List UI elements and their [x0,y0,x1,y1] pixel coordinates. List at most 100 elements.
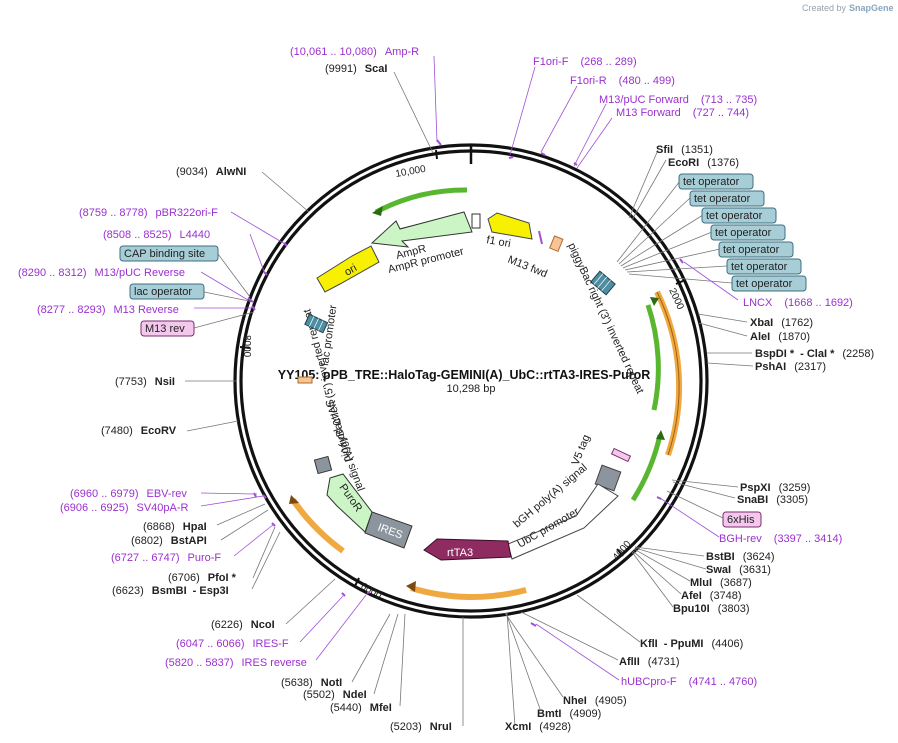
site-noti: (5638)NotI [281,677,342,689]
primer-hubcpro-f: hUBCpro-F(4741 .. 4760) [621,676,757,688]
site-xcmi: XcmI(4928) [505,721,571,733]
cap-leader [217,253,251,298]
his-tag-leader [666,490,724,519]
primer-l4440: (8508 .. 8525)L4440 [103,229,210,241]
ampr-arrow [370,211,473,248]
primer-lncx: LNCX(1668 .. 1692) [743,297,853,309]
site-hpai: (6868)HpaI [143,521,207,533]
f1-ori-feature [487,212,533,240]
primer-m13-forward: M13 Forward(727 .. 744) [616,107,749,119]
piggybac-left-feature [297,376,313,384]
tet-operator-label-1: tet operator [683,176,740,188]
site-bpu10i: Bpu10I(3803) [673,603,749,615]
lac-operator-label: lac operator [134,286,192,298]
ampr-promoter-box [471,213,481,229]
primer-sv40pa-r: (6906 .. 6925)SV40pA-R [60,502,189,514]
f1-ori-label: f1 ori [485,234,511,250]
primer-m13-reverse: (8277 .. 8293)M13 Reverse [37,304,179,316]
lac-operator-box [129,283,205,300]
primer-bgh-rev: BGH-rev(3397 .. 3414) [719,533,842,545]
m13-fwd-feature [549,235,564,253]
m13-rev-label: M13 rev [145,323,185,335]
site-sfii: SfiI(1351) [656,144,713,156]
site-afei: AfeI(3748) [681,590,742,602]
v5-tag-feature [610,447,632,463]
lac-promoter-label: lac promoter [319,304,339,367]
m13-fwd-label: M13 fwd [506,254,549,281]
piggybac-right-feature [590,270,616,296]
site-nsii: (7753)NsiI [115,376,175,388]
site-pspxi: PspXI(3259) [740,482,810,494]
tick-2000: 2000 [666,279,686,312]
credit-text: Created by [802,3,847,13]
site-alwni: (9034)AlwNI [176,166,246,178]
tet-operator-label-7: tet operator [736,278,793,290]
site-bsmbi: (6623)BsmBI- Esp3I [112,585,229,597]
map-title: YY105: pPB_TRE::HaloTag-GEMINI(A)_UbC::r… [278,368,650,382]
cap-binding-site-label: CAP binding site [124,248,205,260]
tick-8000: 8000 [239,335,252,358]
orange-arc-right-edge [656,291,680,456]
site-aflii: AflII(4731) [619,656,680,668]
m13-rev-box [140,320,195,337]
orange-arc-bottom-head [406,581,416,592]
primer-m13-puc-forward: M13/pUC Forward(713 .. 735) [599,94,757,106]
green-arc-top [374,187,468,215]
tet-operator-label-4: tet operator [715,227,772,239]
green-arc-right-2 [630,434,663,502]
site-scai: (9991)ScaI [325,63,387,75]
ubc-promoter-feature [507,483,619,560]
primer-f1ori-f: F1ori-F(268 .. 289) [533,56,637,68]
tick-label-10000: 10,000 [395,164,427,180]
rtta3-feature [423,538,512,561]
rtta3-label: rtTA3 [447,547,473,559]
tick-10000: 10,000 [395,149,438,180]
tick-label-8000: 8000 [241,335,252,358]
primer-f1ori-r: F1ori-R(480 .. 499) [570,75,675,87]
site-snabi: SnaBI(3305) [737,494,808,506]
f1-primer-marks [538,230,543,245]
site-nhei: NheI(4905) [563,695,627,707]
site-bstbi: BstBI(3624) [706,551,775,563]
primer-marks [247,139,684,627]
tet-operator-boxes: tet operator tet operator tet operator t… [678,173,807,292]
primer-leader-lines [194,55,739,681]
orange-arc-bottom [410,585,527,600]
cap-binding-site-box [119,245,219,262]
primer-amp-r: (10,061 .. 10,080)Amp-R [290,46,419,58]
green-arc-top-head [372,206,383,216]
lac-region-feature [304,313,329,334]
sv40-polya-feature [313,455,333,475]
tet-operator-label-3: tet operator [706,210,763,222]
site-nrui: (5203)NruI [390,721,452,733]
tick-4000: 4000 [611,538,634,562]
primer-pbr322ori-f: (8759 .. 8778)pBR322ori-F [79,207,218,219]
ori-feature [316,245,380,293]
primer-m13-puc-reverse: (8290 .. 8312)M13/pUC Reverse [18,267,185,279]
orange-arc-left-head [289,495,299,504]
tet-operator-label-2: tet operator [694,193,751,205]
site-pshai: PshAI(2317) [755,361,826,373]
site-bmti: BmtI(4909) [537,708,601,720]
his-tag-box [722,511,762,528]
puror-feature [326,473,373,533]
ori-label: ori [343,262,360,279]
site-bstapi: (6802)BstAPI [131,535,207,547]
site-ncoi: (6226)NcoI [211,619,275,631]
site-ndei: (5502)NdeI [303,689,367,701]
map-length: 10,298 bp [447,383,496,395]
site-mfei: (5440)MfeI [330,702,392,714]
site-bspdi: BspDI *- ClaI *(2258) [755,348,874,360]
site-pfoi: (6706)PfoI * [168,572,237,584]
green-arc-right-1-head [650,297,659,306]
m13-rev-leader [193,311,255,329]
site-swai: SwaI(3631) [706,564,771,576]
tick-label-4000: 4000 [611,538,634,562]
site-xbai: XbaI(1762) [750,317,813,329]
site-ecorv: (7480)EcoRV [101,425,177,437]
lac-operator-leader [203,291,255,303]
tet-leader-lines [616,180,733,284]
green-arc-right-1 [645,304,661,411]
site-leader-lines [185,71,754,727]
